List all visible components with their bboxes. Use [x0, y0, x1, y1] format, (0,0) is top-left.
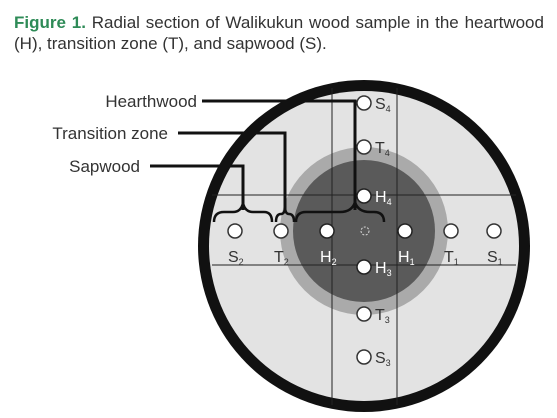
svg-text:H1: H1	[398, 249, 415, 267]
point-letter: H	[320, 249, 332, 266]
point-letter: S	[375, 96, 386, 113]
sample-point-s2: S2	[227, 223, 244, 267]
point-letter: T	[375, 307, 385, 324]
point-sub: 3	[387, 268, 392, 278]
point-letter: S	[228, 249, 239, 266]
point-sub: 4	[386, 104, 391, 114]
point-sub: 4	[385, 148, 390, 158]
point-sub: 3	[385, 315, 390, 325]
sample-point-s4: S4	[356, 95, 391, 114]
sapwood-label: Sapwood	[69, 157, 140, 176]
sapwood-leader	[150, 164, 245, 210]
sample-point-h4: H4	[356, 188, 392, 207]
caption-text: Radial section of Walikukun wood sample …	[14, 13, 544, 53]
sample-point-h2: H2	[319, 223, 337, 267]
heartwood-label: Hearthwood	[105, 92, 197, 111]
point-letter: S	[487, 249, 498, 266]
point-sub: 2	[284, 257, 289, 267]
figure-label: Figure 1.	[14, 13, 86, 32]
sample-point-s1: S1	[486, 223, 503, 267]
point-sub: 1	[498, 257, 503, 267]
sample-point-t4: T4	[356, 139, 390, 158]
point-sub: 4	[387, 197, 392, 207]
heartwood-brace	[294, 197, 386, 223]
svg-text:H2: H2	[320, 249, 337, 267]
sample-point-s3: S3	[356, 349, 391, 368]
point-letter: H	[375, 260, 387, 277]
transition-zone-label: Transition zone	[52, 124, 168, 143]
point-letter: T	[444, 249, 454, 266]
svg-text:T1: T1	[444, 249, 459, 267]
svg-text:S2: S2	[228, 249, 244, 267]
sapwood-brace	[212, 202, 274, 223]
figure-caption: Figure 1. Radial section of Walikukun wo…	[14, 12, 544, 54]
pith-marker	[360, 226, 370, 236]
point-sub: 1	[454, 257, 459, 267]
svg-text:S4: S4	[375, 96, 391, 114]
point-letter: S	[375, 350, 386, 367]
sample-point-h1: H1	[397, 223, 415, 267]
transition-leader	[178, 131, 287, 212]
point-sub: 2	[332, 257, 337, 267]
point-sub: 1	[410, 257, 415, 267]
svg-text:S1: S1	[487, 249, 503, 267]
sample-point-t2: T2	[273, 223, 289, 267]
svg-text:H3: H3	[375, 260, 392, 278]
point-letter: T	[375, 140, 385, 157]
svg-text:S3: S3	[375, 350, 391, 368]
sample-point-t3: T3	[356, 306, 390, 325]
point-sub: 3	[386, 358, 391, 368]
heartwood-zone	[293, 160, 435, 302]
point-letter: T	[274, 249, 284, 266]
sample-point-h3: H3	[356, 259, 392, 278]
transition-brace	[274, 205, 296, 223]
heartwood-leader	[202, 99, 357, 210]
svg-text:T2: T2	[274, 249, 289, 267]
point-letter: H	[375, 189, 387, 206]
point-letter: H	[398, 249, 410, 266]
point-sub: 2	[239, 257, 244, 267]
svg-text:T3: T3	[375, 307, 390, 325]
sample-point-t1: T1	[443, 223, 459, 267]
svg-text:H4: H4	[375, 189, 392, 207]
svg-text:T4: T4	[375, 140, 390, 158]
